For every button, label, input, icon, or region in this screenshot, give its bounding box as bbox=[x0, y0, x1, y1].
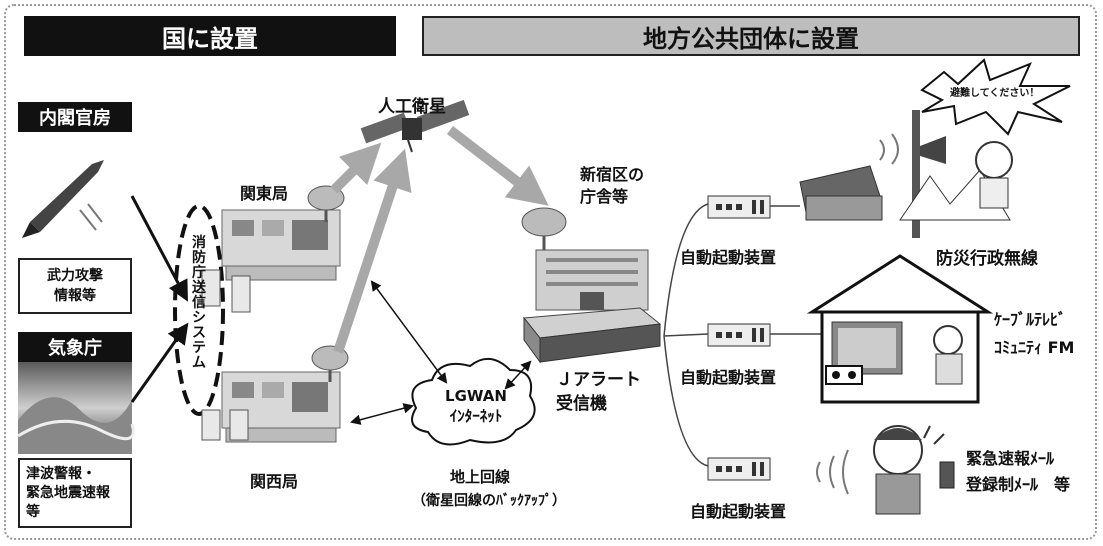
emergency-mail-label: 緊急速報ﾒｰﾙ bbox=[966, 449, 1055, 468]
autostart-label-3: 自動起動装置 bbox=[690, 502, 787, 521]
satellite-label: 人工衛星 bbox=[378, 97, 446, 117]
shinjuku-building bbox=[521, 207, 649, 311]
evacuation-message: 避難してください！ bbox=[950, 88, 1040, 99]
jalert-line2: 受信機 bbox=[556, 394, 607, 414]
shinjuku-label: 新宿区の 庁舎等 bbox=[580, 164, 644, 208]
ground-line-note: （衛星回線のﾊﾞｯｸｱｯﾌﾟ） bbox=[412, 493, 566, 509]
cabinet-label: 内閣官房 bbox=[18, 102, 132, 132]
outer-frame bbox=[4, 4, 1097, 540]
shinjuku-line1: 新宿区の bbox=[580, 165, 645, 184]
lgwan-line2: ｲﾝﾀｰﾈｯﾄ bbox=[449, 407, 503, 425]
radio-console bbox=[799, 165, 883, 221]
lgwan-line1: LGWAN bbox=[445, 387, 507, 405]
cable-tv-label: ｹｰﾌﾞﾙﾃﾚﾋﾞ bbox=[994, 310, 1067, 329]
link-lgwan-jalert bbox=[504, 360, 532, 390]
tsunami-warning-box: 津波警報・ 緊急地震速報 等 bbox=[18, 458, 132, 528]
line-to-autostart-3 bbox=[663, 335, 709, 467]
autostart-device-2 bbox=[707, 323, 771, 347]
satellite-illustration bbox=[360, 99, 470, 153]
line-to-autostart-2 bbox=[663, 333, 709, 337]
fdma-system-ellipse bbox=[173, 204, 225, 416]
tsunami-line1: 津波警報・ bbox=[26, 465, 96, 482]
arrow-meteorological-to-fdma bbox=[130, 322, 189, 403]
armed-attack-box: 武力攻撃 情報等 bbox=[18, 258, 132, 314]
kansai-station-label: 関西局 bbox=[250, 472, 299, 491]
meteorological-label: 気象庁 bbox=[18, 332, 132, 362]
autostart-label-2: 自動起動装置 bbox=[680, 368, 777, 387]
uplink-kanto bbox=[330, 142, 382, 194]
link-kanto-lgwan bbox=[370, 280, 448, 384]
downlink-shinjuku bbox=[446, 126, 549, 206]
autostart-device-3 bbox=[707, 457, 771, 481]
header-local: 地方公共団体に設置 bbox=[422, 16, 1080, 56]
phone-user-illustration bbox=[816, 425, 955, 515]
disaster-radio-label: 防災行政無線 bbox=[936, 249, 1038, 269]
armed-attack-line2: 情報等 bbox=[54, 288, 96, 304]
broadcast-labels: ｹｰﾌﾞﾙﾃﾚﾋﾞ ｺﾐｭﾆﾃｨ FM bbox=[994, 306, 1074, 362]
kanto-station-label: 関東局 bbox=[240, 184, 289, 203]
lgwan-label: LGWAN ｲﾝﾀｰﾈｯﾄ bbox=[436, 386, 516, 426]
kansai-station-equipment bbox=[201, 345, 349, 443]
tsunami-line2: 緊急地震速報 bbox=[26, 484, 110, 501]
uplink-kansai bbox=[333, 148, 412, 354]
mail-labels: 緊急速報ﾒｰﾙ 登録制ﾒｰﾙ 等 bbox=[966, 446, 1070, 498]
kanto-station-equipment bbox=[201, 185, 345, 313]
community-fm-label: ｺﾐｭﾆﾃｨ FM bbox=[994, 338, 1075, 357]
tsunami-illustration bbox=[17, 362, 135, 454]
shinjuku-line2: 庁舎等 bbox=[580, 187, 629, 206]
evacuation-speech-burst bbox=[920, 58, 1071, 136]
jalert-receiver bbox=[523, 307, 662, 364]
rocket-illustration bbox=[18, 132, 132, 252]
house-illustration bbox=[806, 254, 994, 404]
jalert-line1: Ｊアラート bbox=[556, 370, 641, 390]
autostart-label-1: 自動起動装置 bbox=[680, 248, 777, 267]
tsunami-line3: 等 bbox=[26, 503, 40, 520]
ground-line-label: 地上回線 bbox=[450, 468, 511, 486]
arrow-cabinet-to-fdma bbox=[130, 195, 188, 302]
registered-mail-label: 登録制ﾒｰﾙ 等 bbox=[966, 475, 1071, 494]
autostart-device-1 bbox=[707, 195, 771, 219]
line-to-autostart-1 bbox=[663, 203, 709, 337]
link-kansai-lgwan bbox=[349, 403, 415, 425]
jalert-label: Ｊアラート 受信機 bbox=[556, 368, 641, 416]
armed-attack-line1: 武力攻撃 bbox=[47, 268, 103, 284]
header-national: 国に設置 bbox=[24, 16, 396, 56]
loudspeaker-pole bbox=[899, 110, 1013, 238]
fdma-system-label: 消防庁送信システム bbox=[192, 235, 206, 371]
